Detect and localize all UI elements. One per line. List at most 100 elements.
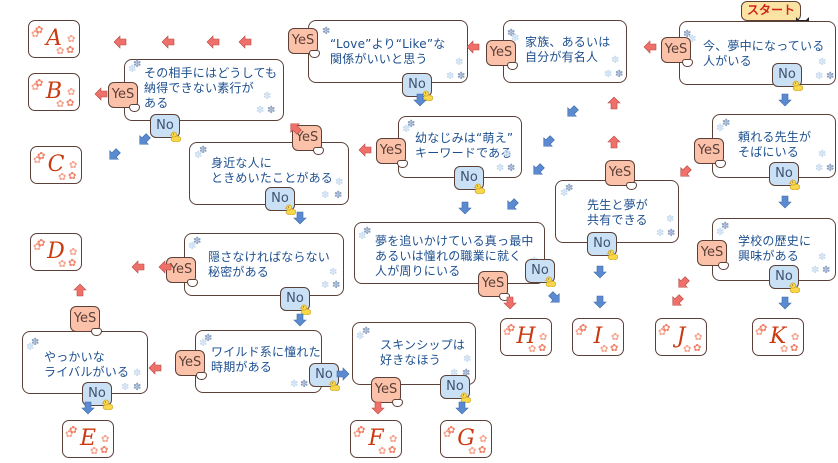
- snowflake-icon: ✽: [321, 280, 330, 291]
- cat-face-icon: [187, 279, 198, 287]
- cat-face-icon: [499, 293, 510, 301]
- snowflake-icon: ✽: [560, 188, 569, 199]
- flower-icon: ✿: [447, 425, 456, 436]
- result-box-f: ✿✿✿✿✿F: [350, 420, 402, 458]
- flower-icon: ✿: [67, 87, 76, 98]
- yes-arrow-icon: [607, 135, 621, 149]
- no-bubble: No: [587, 232, 617, 256]
- snowflake-icon: ✽: [329, 267, 338, 278]
- result-letter: D: [47, 239, 65, 264]
- yes-bubble: YeS: [697, 240, 727, 266]
- flower-icon: ✿: [101, 434, 110, 445]
- duck-icon: [788, 282, 800, 293]
- flower-icon: ✿: [378, 446, 387, 457]
- result-letter: H: [516, 324, 536, 349]
- flower-icon: ✿: [69, 247, 78, 258]
- yes-arrow-icon: [678, 276, 690, 288]
- start-label: スタート: [741, 1, 801, 21]
- snowflake-icon: ✽: [322, 26, 331, 37]
- flower-icon: ✿: [389, 434, 398, 445]
- flower-icon: ✿: [791, 332, 800, 343]
- flower-icon: ✿: [503, 327, 512, 338]
- snowflake-icon: ✽: [358, 231, 367, 242]
- snowflake-icon: ✽: [507, 163, 516, 174]
- cat-face-icon: [682, 59, 693, 67]
- yes-arrow-icon: [94, 87, 108, 101]
- result-letter: B: [45, 79, 63, 104]
- snowflake-icon: ✽: [199, 145, 208, 156]
- flower-icon: ✿: [528, 344, 537, 355]
- duck-icon: [788, 179, 800, 190]
- cat-face-icon: [129, 104, 140, 112]
- question-box-q3: [308, 20, 468, 83]
- snowflake-icon: ✽: [321, 190, 330, 201]
- snowflake-icon: ✽: [335, 177, 344, 188]
- flower-icon: ✿: [58, 172, 67, 183]
- cat-face-icon: [309, 50, 320, 58]
- result-letter: A: [46, 26, 62, 51]
- flower-icon: ✿: [35, 25, 44, 36]
- yes-bubble: YeS: [371, 377, 401, 403]
- result-box-i: ✿✿✿✿✿I: [572, 318, 624, 356]
- flower-icon: ✿: [683, 344, 692, 355]
- snowflake-icon: ✽: [716, 123, 725, 134]
- flower-icon: ✿: [65, 429, 74, 440]
- snowflake-icon: ✽: [604, 69, 613, 80]
- flower-icon: ✿: [68, 258, 77, 269]
- flower-icon: ✿: [90, 446, 99, 457]
- question-box-q12: [195, 330, 322, 393]
- flower-icon: ✿: [31, 29, 40, 40]
- duck-icon: [101, 399, 113, 410]
- flower-icon: ✿: [507, 323, 516, 334]
- question-text: “Love”より“Like”な 関係がいいと思う: [330, 37, 446, 66]
- result-letter: E: [79, 426, 97, 451]
- result-box-b: ✿✿✿✿✿B: [28, 73, 80, 111]
- result-box-g: ✿✿✿✿✿G: [440, 420, 492, 458]
- snowflake-icon: ✽: [121, 382, 130, 393]
- no-arrow-icon: [533, 163, 545, 175]
- snowflake-icon: ✽: [565, 183, 574, 194]
- yes-bubble: YeS: [288, 28, 318, 54]
- no-arrow-icon: [543, 135, 555, 147]
- question-box-q11: [184, 233, 344, 296]
- snowflake-icon: ✽: [815, 163, 824, 174]
- cat-face-icon: [718, 262, 729, 270]
- flower-icon: ✿: [353, 429, 362, 440]
- snowflake-icon: ✽: [133, 382, 142, 393]
- snowflake-icon: ✽: [811, 265, 820, 276]
- snowflake-icon: ✽: [128, 64, 137, 75]
- no-arrow-icon: [778, 93, 792, 107]
- result-letter: G: [457, 426, 475, 451]
- snowflake-icon: ✽: [263, 91, 272, 102]
- flower-icon: ✿: [357, 425, 366, 436]
- flower-icon: ✿: [539, 332, 548, 343]
- flower-icon: ✿: [662, 323, 671, 334]
- cat-face-icon: [91, 328, 102, 336]
- no-arrow-icon: [567, 105, 579, 117]
- question-text: 幼なじみは“萌え” キーワードである: [415, 131, 514, 160]
- no-arrow-icon: [548, 291, 560, 303]
- question-box-q10: [354, 222, 545, 284]
- flower-icon: ✿: [388, 445, 397, 456]
- question-text: 隠さなければならない 秘密がある: [208, 250, 331, 279]
- yes-bubble: YeS: [605, 160, 635, 186]
- duck-icon: [328, 380, 340, 391]
- question-text: 頼れる先生が そばにいる: [738, 130, 812, 159]
- snowflake-icon: ✽: [507, 28, 516, 39]
- question-text: 先生と夢が 共有できる: [587, 198, 649, 227]
- flower-icon: ✿: [69, 160, 78, 171]
- flower-icon: ✿: [759, 323, 768, 334]
- yes-arrow-icon: [466, 40, 480, 54]
- no-arrow-icon: [778, 296, 792, 310]
- duck-icon: [791, 80, 803, 91]
- flower-icon: ✿: [56, 46, 65, 57]
- flower-icon: ✿: [658, 327, 667, 338]
- flower-icon: ✿: [579, 323, 588, 334]
- flower-icon: ✿: [600, 344, 609, 355]
- flower-icon: ✿: [611, 332, 620, 343]
- snowflake-icon: ✽: [362, 326, 371, 337]
- flower-icon: ✿: [66, 45, 75, 56]
- result-letter: K: [769, 324, 787, 349]
- snowflake-icon: ✽: [615, 69, 624, 80]
- flower-icon: ✿: [37, 151, 46, 162]
